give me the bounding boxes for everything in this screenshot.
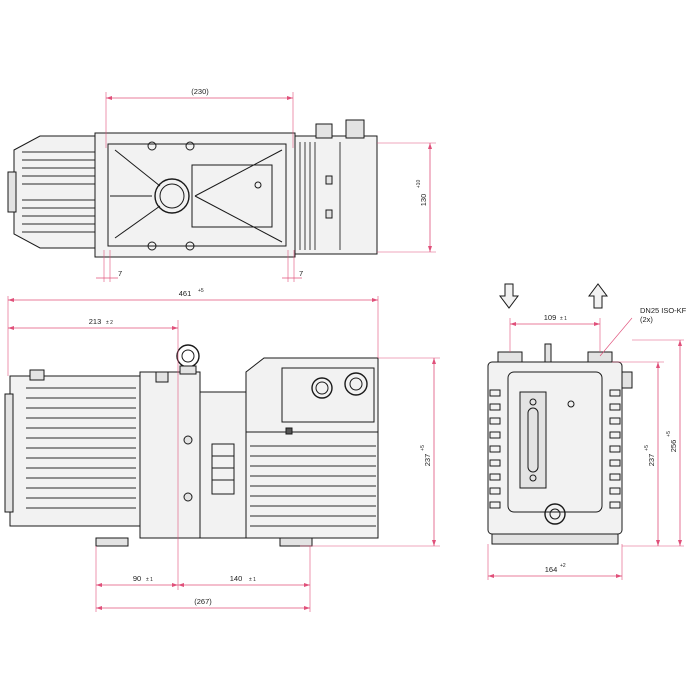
dim-end-height-inner: 237 [647, 454, 656, 467]
dim-end-height-outer: 256 [669, 440, 678, 453]
top-pump-fins [299, 142, 341, 250]
dim-flange-spacing: 109 [544, 313, 557, 322]
top-motor-housing [13, 135, 101, 249]
dim-top-height: 130 [419, 194, 428, 207]
dim-foot-right: 140 [230, 574, 243, 583]
dim-top-offset-right: 7 [299, 269, 303, 278]
end-side-port [621, 371, 633, 389]
dim-total-length: 461 [179, 289, 192, 298]
top-base-inner [107, 143, 287, 247]
top-ribs [110, 149, 283, 243]
dim-top-width: (230) [191, 87, 209, 96]
dim-top-offset-left: 7 [118, 269, 122, 278]
end-flange-right [587, 351, 613, 363]
side-dimensions: 461 +5 213 ± 2 237 +5 90 ± 1 140 ± 1 [7, 288, 440, 612]
top-bolt-a [325, 175, 333, 185]
dim-top-height-tol: +10 [416, 180, 422, 189]
end-dimensions: 109 ± 1 DN25 ISO-KF (2x) 237 +5 256 +5 1… [487, 306, 687, 580]
flange-count-label: (2x) [640, 315, 653, 324]
side-coupling [139, 371, 201, 539]
end-sight-window [527, 407, 539, 473]
top-port-left [315, 123, 333, 139]
top-bolt-holes [147, 141, 262, 251]
dim-end-height-inner-tol: +5 [644, 445, 650, 451]
top-base-plate [94, 132, 296, 258]
dim-end-width: 164 [545, 565, 558, 574]
side-gas-ballast [285, 427, 293, 435]
side-motor-lug [29, 369, 45, 381]
side-screw-b [183, 492, 193, 502]
down-arrow-icon [499, 283, 519, 309]
side-port-left [311, 377, 333, 399]
side-foot-right [279, 537, 313, 547]
side-port-right [344, 372, 368, 396]
dim-side-height: 237 [423, 454, 432, 467]
end-drain-plug [544, 503, 566, 525]
side-pump-body [245, 431, 379, 539]
end-sight-frame [519, 391, 547, 489]
top-pump-body [294, 135, 378, 255]
end-base [491, 533, 619, 545]
side-port-panel [281, 367, 375, 423]
dim-center-offset: 213 [89, 317, 102, 326]
dim-side-height-tol: +5 [420, 445, 426, 451]
side-top-housing [245, 357, 379, 433]
dim-foot-right-tol: ± 1 [249, 577, 256, 583]
side-motor-fins [26, 387, 136, 509]
side-pump-fins [250, 445, 376, 527]
side-screw-a [183, 435, 193, 445]
top-motor-fins [22, 151, 98, 233]
end-flange-left [497, 351, 523, 363]
side-oil-box [199, 391, 247, 539]
end-handle [544, 343, 552, 365]
dim-foot-left-tol: ± 1 [146, 577, 153, 583]
dim-end-height-outer-tol: +5 [666, 431, 672, 437]
side-motor [9, 375, 141, 527]
dim-total-length-tol: +5 [198, 288, 204, 294]
dim-center-offset-tol: ± 2 [106, 320, 113, 326]
up-arrow-icon [588, 283, 608, 309]
dim-end-width-tol: +2 [560, 563, 566, 569]
dim-foot-left: 90 [133, 574, 141, 583]
end-inner-panel [507, 371, 603, 513]
end-side-fins-left [489, 389, 501, 509]
end-view [487, 283, 633, 545]
top-view [7, 119, 378, 258]
top-center-boss [154, 178, 190, 214]
side-motor-cap [4, 393, 14, 513]
top-center-bore [159, 183, 185, 209]
top-dimensions: (230) 130 +10 7 7 [96, 87, 436, 282]
top-bolt-b [325, 209, 333, 219]
side-sight-glass [211, 443, 235, 495]
dim-flange-spacing-tol: ± 1 [560, 316, 567, 322]
side-view [4, 344, 379, 547]
dim-foot-span: (267) [194, 597, 212, 606]
end-side-fins-right [609, 389, 621, 509]
flange-label: DN25 ISO-KF [640, 306, 687, 315]
top-port-right [345, 119, 365, 139]
side-foot-left [95, 537, 129, 547]
side-lifting-eye [176, 344, 200, 368]
top-motor-cap [7, 171, 17, 213]
